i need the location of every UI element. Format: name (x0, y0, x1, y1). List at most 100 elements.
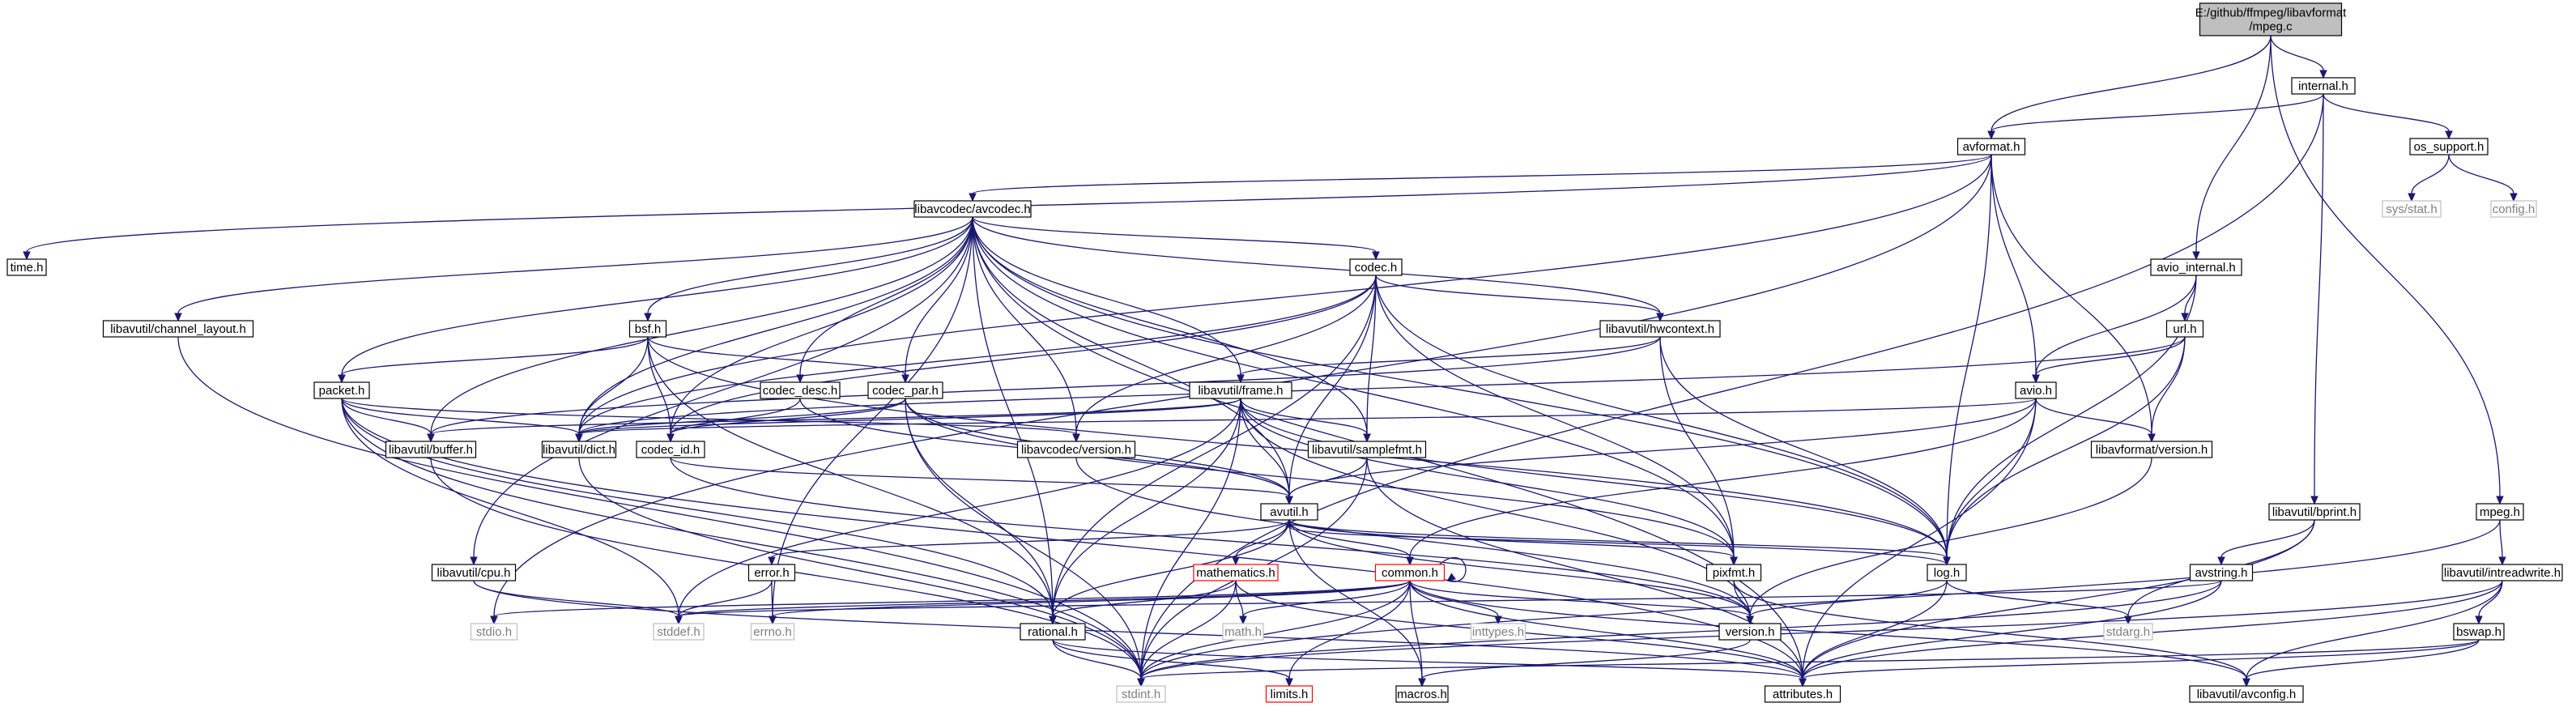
node-codec-desc[interactable]: codec_desc.h (760, 381, 841, 399)
edge-avutil-to-pixfmt (1288, 519, 1738, 566)
edge-mathematics-to-rational (1049, 580, 1237, 625)
node-box (2189, 685, 2304, 703)
node-hwcontext[interactable]: libavutil/hwcontext.h (1599, 320, 1721, 338)
edge-arrowhead (2032, 374, 2040, 384)
node-root[interactable]: E:/github/ffmpeg/libavformat/mpeg.c (2195, 2, 2347, 36)
node-cpu[interactable]: libavutil/cpu.h (431, 564, 517, 581)
node-label: limits.h (1271, 688, 1309, 701)
node-version[interactable]: version.h (1718, 623, 1782, 641)
node-stdint[interactable]: stdint.h (1116, 685, 1166, 703)
node-bswap[interactable]: bswap.h (2453, 623, 2505, 641)
edge-frame-to-stddef (675, 398, 1241, 625)
node-avf-version[interactable]: libavformat/version.h (2090, 441, 2213, 458)
node-sys-stat[interactable]: sys/stat.h (2382, 200, 2442, 218)
node-time[interactable]: time.h (6, 258, 47, 276)
node-mpeg[interactable]: mpeg.h (2476, 503, 2524, 521)
edge-line (670, 457, 1751, 617)
edge-line (2035, 398, 2152, 435)
node-url[interactable]: url.h (2165, 320, 2204, 338)
node-avio-internal[interactable]: avio_internal.h (2150, 258, 2242, 276)
edge-line (1075, 275, 1377, 435)
node-avcodec[interactable]: libavcodec/avcodec.h (913, 200, 1032, 218)
node-limits[interactable]: limits.h (1265, 685, 1314, 703)
node-label: libavutil/avconfig.h (2197, 688, 2297, 701)
edge-line (771, 519, 1290, 558)
edge-arrowhead (675, 615, 683, 625)
node-inttypes[interactable]: inttypes.h (1470, 623, 1526, 641)
node-buffer[interactable]: libavutil/buffer.h (385, 441, 477, 458)
node-stddef[interactable]: stddef.h (653, 623, 705, 641)
node-codec-id[interactable]: codec_id.h (636, 441, 705, 458)
node-packet[interactable]: packet.h (313, 381, 370, 399)
edge-common-to-version (1409, 580, 1754, 625)
edge-line (1288, 275, 1377, 497)
node-box (313, 381, 370, 399)
edge-line (2314, 93, 2324, 497)
node-label: libavcodec/avcodec.h (914, 202, 1030, 216)
node-box (628, 320, 667, 338)
node-label: E:/github/ffmpeg/libavformat (2195, 6, 2347, 20)
edge-codec-to-hwcontext (1375, 275, 1664, 322)
node-log[interactable]: log.h (1927, 564, 1967, 581)
edge-avio_internal-to-log (1943, 275, 2197, 566)
node-config[interactable]: config.h (2490, 200, 2537, 218)
edge-line (2270, 35, 2501, 497)
node-avstring[interactable]: avstring.h (2189, 564, 2254, 581)
node-box (867, 381, 943, 399)
node-dict[interactable]: libavutil/dict.h (541, 441, 617, 458)
node-box (1116, 685, 1166, 703)
node-stdio[interactable]: stdio.h (470, 623, 518, 641)
edge-line (430, 336, 1661, 435)
node-box (653, 623, 705, 641)
edge-arrowhead (2310, 496, 2318, 505)
edge-line (1991, 154, 2152, 435)
node-mathematics[interactable]: mathematics.h (1193, 564, 1279, 581)
edge-arrowhead (1987, 130, 1995, 140)
edge-line (473, 580, 679, 617)
edge-bprint-to-avstring (2217, 519, 2315, 566)
node-label: codec_par.h (872, 384, 939, 398)
edge-line (972, 154, 1992, 194)
node-avc-version[interactable]: libavcodec/version.h (1016, 441, 1136, 458)
node-stdarg[interactable]: stdarg.h (2103, 623, 2153, 641)
node-codec[interactable]: codec.h (1349, 258, 1403, 276)
edge-arrowhead (1799, 678, 1807, 688)
node-errno[interactable]: errno.h (750, 623, 795, 641)
edge-line (1802, 398, 2037, 679)
node-pixfmt[interactable]: pixfmt.h (1705, 564, 1762, 581)
node-os-support[interactable]: os_support.h (2409, 138, 2489, 155)
node-rational[interactable]: rational.h (1020, 623, 1086, 641)
node-math[interactable]: math.h (1222, 623, 1264, 641)
node-label: error.h (754, 566, 789, 580)
node-label: config.h (2493, 202, 2536, 216)
node-chlayout[interactable]: libavutil/channel_layout.h (102, 320, 254, 338)
node-frame[interactable]: libavutil/frame.h (1189, 381, 1292, 399)
edge-line (578, 275, 1377, 435)
edge-line (1240, 398, 1735, 558)
node-avio[interactable]: avio.h (2015, 381, 2057, 399)
node-attributes[interactable]: attributes.h (1764, 685, 1842, 703)
node-macros[interactable]: macros.h (1395, 685, 1449, 703)
node-internal[interactable]: internal.h (2291, 77, 2356, 95)
node-error[interactable]: error.h (747, 564, 796, 581)
edge-arrowhead (796, 374, 804, 384)
edge-line (678, 398, 1241, 617)
node-bsf[interactable]: bsf.h (628, 320, 667, 338)
edge-avstring-to-stddef (675, 580, 2222, 625)
node-avformat[interactable]: avformat.h (1956, 138, 2026, 155)
node-avconfig[interactable]: libavutil/avconfig.h (2189, 685, 2304, 703)
edge-line (1366, 275, 1377, 435)
edge-line (1802, 519, 2315, 679)
node-samplefmt[interactable]: libavutil/samplefmt.h (1307, 441, 1427, 458)
node-label: bswap.h (2456, 625, 2501, 639)
edge-line (1375, 275, 1661, 314)
node-common[interactable]: common.h (1374, 564, 1446, 581)
node-codec-par[interactable]: codec_par.h (867, 381, 943, 399)
node-intreadwrite[interactable]: libavutil/intreadwrite.h (2442, 564, 2563, 581)
edge-samplefmt-to-avutil (1285, 457, 1368, 505)
node-bprint[interactable]: libavutil/bprint.h (2268, 503, 2361, 521)
node-box (2409, 138, 2489, 155)
edge-avstring-to-attributes (1799, 580, 2222, 688)
node-avutil[interactable]: avutil.h (1260, 503, 1318, 521)
edge-arrowhead (644, 313, 652, 322)
